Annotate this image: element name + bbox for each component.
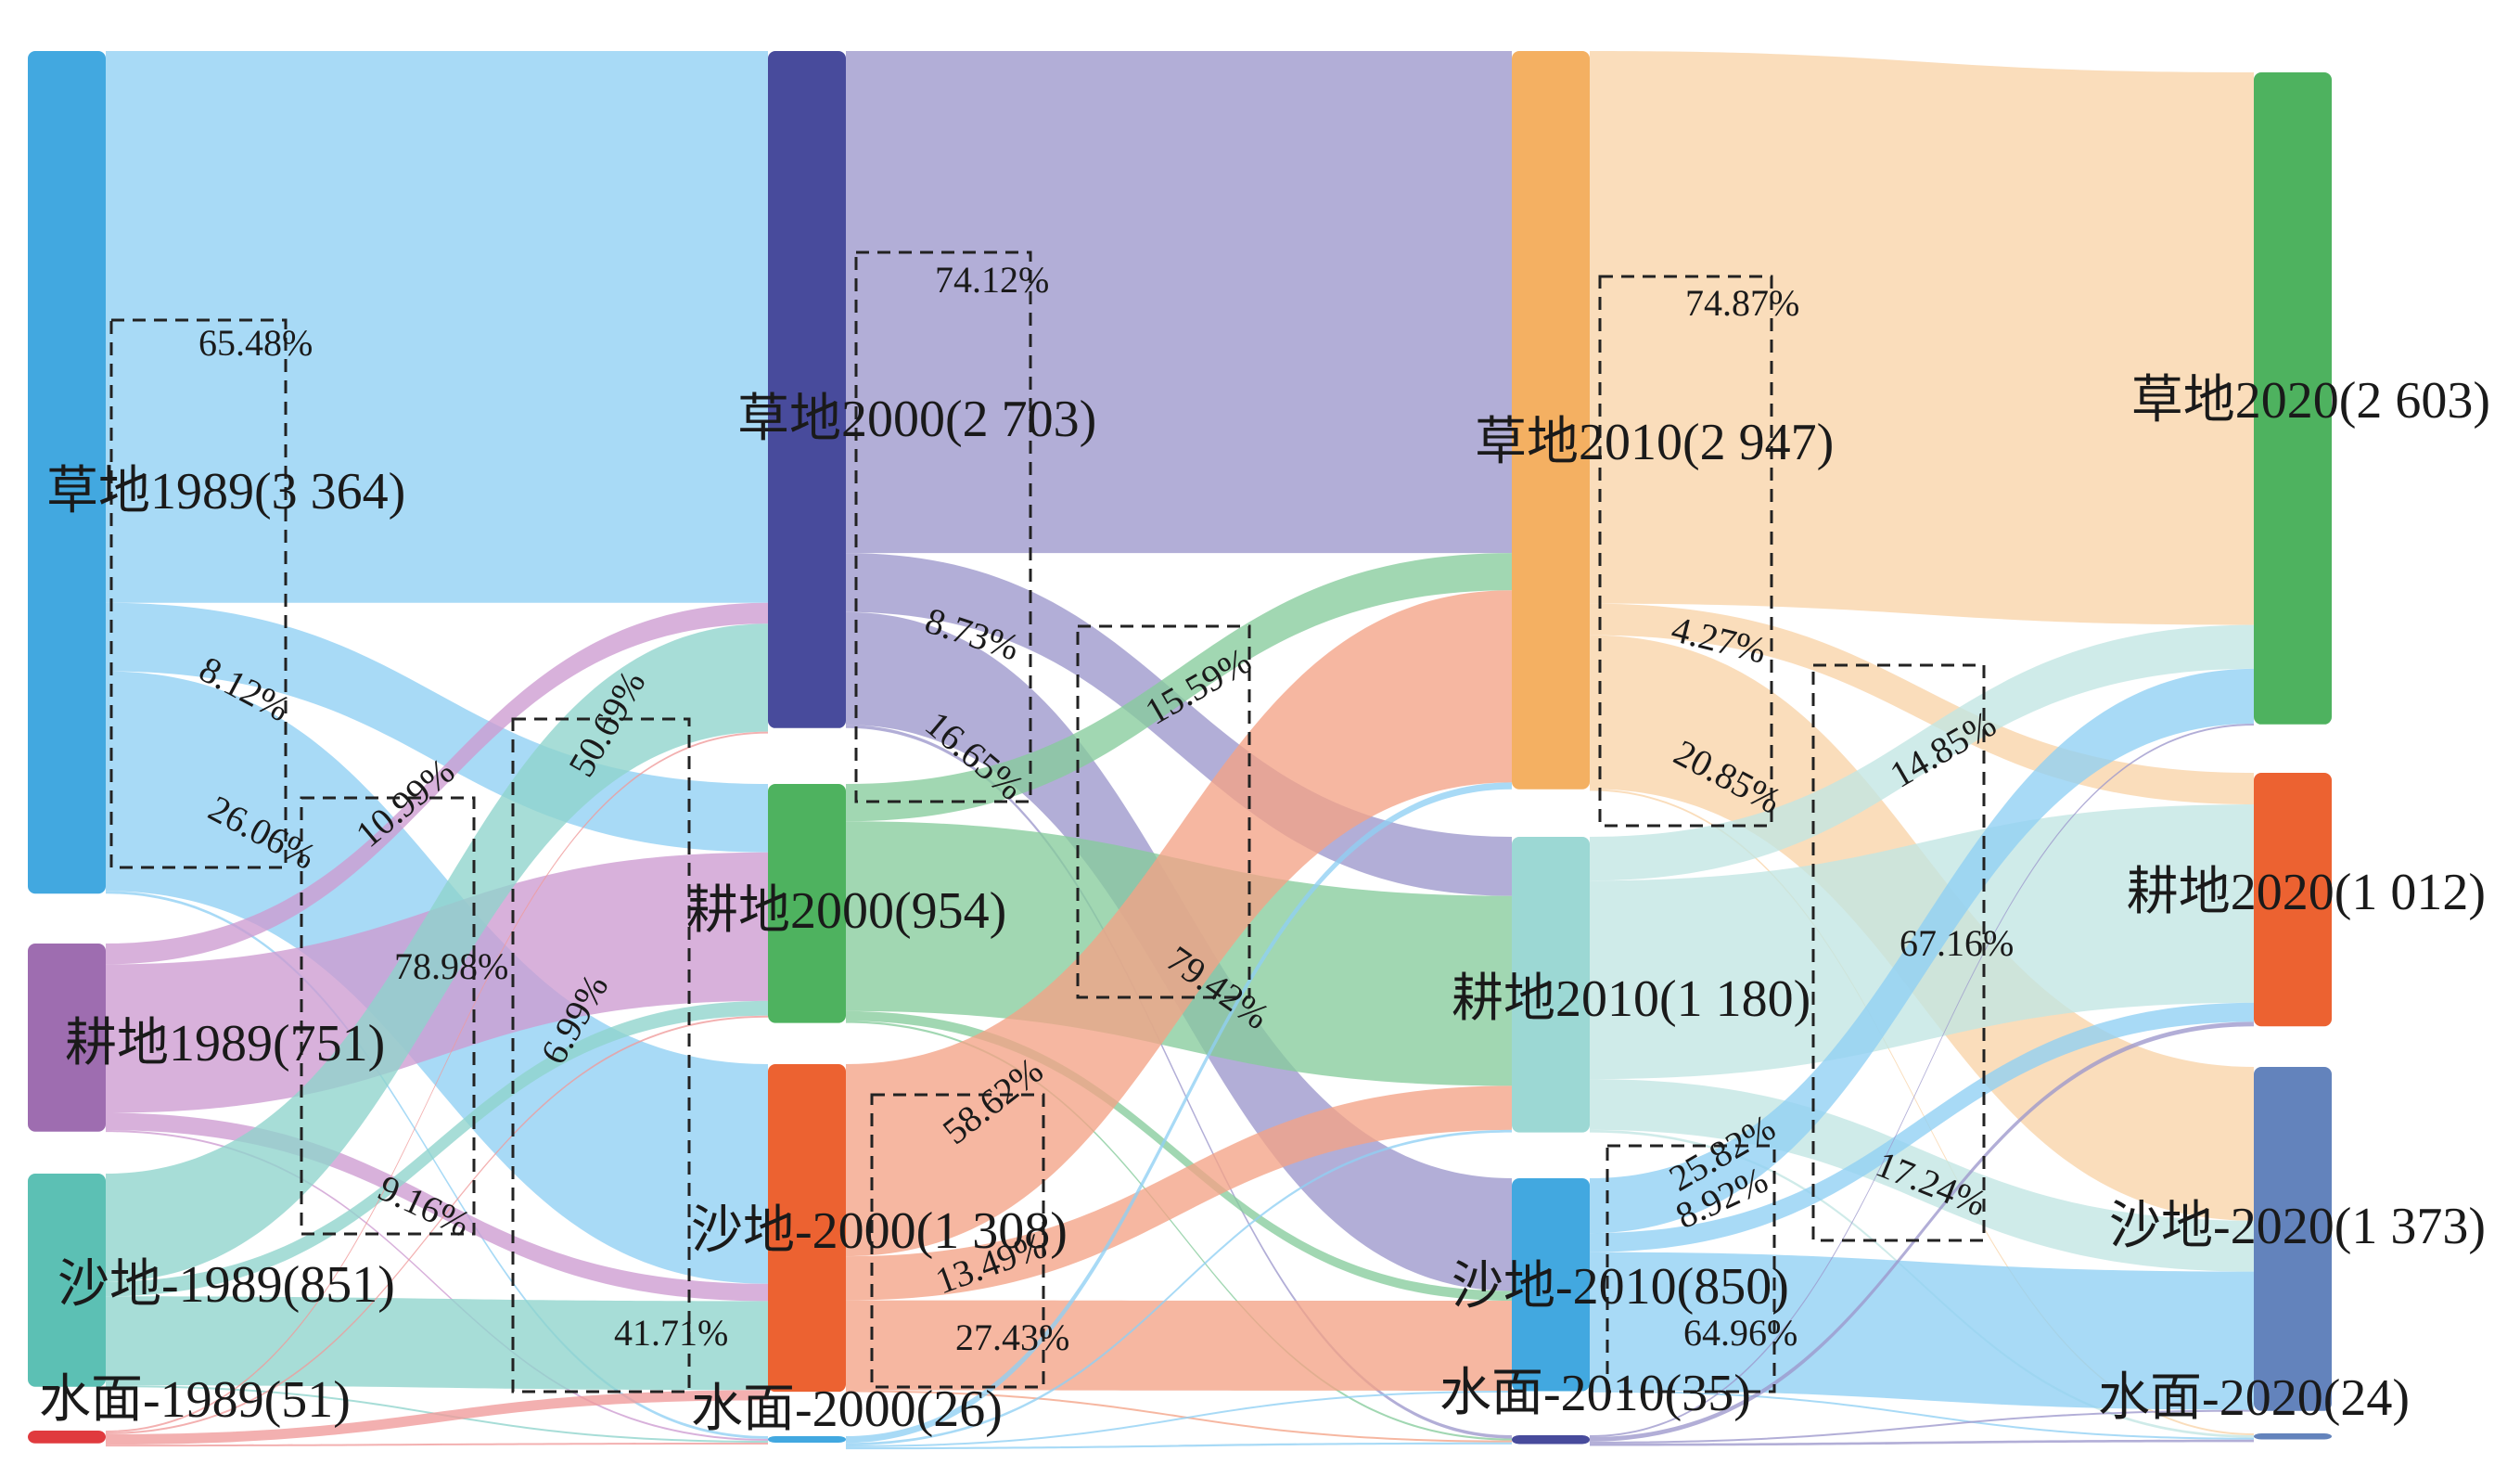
link-c2010-to-g2020	[1590, 624, 2254, 881]
link-w2000-to-g2010	[846, 782, 1512, 1444]
node-label-c2020: 耕地2020(1 012)	[2127, 864, 2486, 921]
node-s2010	[1512, 1178, 1590, 1392]
link-s1989-to-s2000	[106, 1296, 768, 1391]
percent-label-41-71: 41.71%	[614, 1312, 728, 1354]
annotation-boxes	[109, 250, 1986, 1393]
percent-label-65-48: 65.48%	[198, 322, 313, 364]
link-g2000-to-w2010	[846, 725, 1512, 1439]
node-label-g2020: 草地2020(2 603)	[2131, 372, 2490, 430]
node-s1989	[28, 1174, 106, 1387]
annotation-box9	[1605, 1144, 1776, 1393]
link-w2010-to-g2020	[1590, 724, 2254, 1437]
percent-label-67-16: 67.16%	[1900, 922, 2014, 964]
node-label-c2000: 耕地2000(954)	[686, 882, 1006, 940]
link-w2010-to-s2020	[1590, 1409, 2254, 1444]
node-w2000	[768, 1436, 846, 1444]
node-c2000	[768, 784, 846, 1023]
node-label-g2010: 草地2010(2 947)	[1475, 414, 1834, 471]
node-label-w2000: 水面-2000(26)	[691, 1381, 1003, 1438]
link-c2000-to-w2010	[846, 1021, 1512, 1441]
link-s2010-to-w2020	[1590, 1390, 2254, 1440]
annotation-box7	[1598, 275, 1773, 828]
link-s1989-to-g2000	[106, 623, 768, 1282]
link-w2000-to-w2010	[846, 1442, 1512, 1450]
node-c2010	[1512, 837, 1590, 1133]
annotation-box3	[511, 717, 691, 1393]
link-g1989-to-c2000	[106, 602, 768, 853]
link-s2000-to-s2010	[846, 1300, 1512, 1391]
node-w2010	[1512, 1435, 1590, 1445]
link-c1989-to-s2000	[106, 1112, 768, 1302]
node-w2020	[2254, 1433, 2332, 1440]
link-c1989-to-g2000	[106, 602, 768, 965]
node-g2000	[768, 51, 846, 728]
node-label-w2010: 水面-2010(35)	[1439, 1365, 1751, 1422]
node-s2020	[2254, 1067, 2332, 1411]
link-c2000-to-s2010	[846, 1010, 1512, 1302]
percent-label-78-98: 78.98%	[394, 945, 508, 987]
link-s2010-to-s2020	[1590, 1252, 2254, 1410]
node-label-g2000: 草地2000(2 703)	[737, 391, 1096, 448]
link-s2000-to-g2010	[846, 590, 1512, 1257]
node-label-w2020: 水面-2020(24)	[2098, 1369, 2410, 1427]
link-g2010-to-w2020	[1590, 789, 2254, 1435]
node-label-c2010: 耕地2010(1 180)	[1452, 970, 1810, 1028]
node-label-w1989: 水面-1989(51)	[39, 1371, 351, 1429]
annotation-box1	[109, 318, 288, 869]
node-g2020	[2254, 72, 2332, 725]
link-c2000-to-g2010	[846, 553, 1512, 822]
annotation-box2	[300, 796, 476, 1236]
link-g2010-to-c2020	[1590, 603, 2254, 805]
link-s2010-to-g2020	[1590, 668, 2254, 1234]
percent-label-27-43: 27.43%	[955, 1316, 1069, 1358]
annotation-box8	[1811, 663, 1986, 1242]
link-s2010-to-c2020	[1590, 1002, 2254, 1252]
link-g1989-to-g2000	[106, 51, 768, 603]
annotation-box6	[870, 1093, 1045, 1389]
percent-label-74-87: 74.87%	[1685, 282, 1799, 324]
link-s1989-to-c2000	[106, 1000, 768, 1297]
node-label-s2010: 沙地-2010(850)	[1452, 1258, 1789, 1316]
link-w1989-to-s2000	[106, 1390, 768, 1445]
links-layer	[106, 51, 2254, 1450]
link-w2010-to-w2020	[1590, 1439, 2254, 1446]
percent-label-74-12: 74.12%	[935, 259, 1049, 301]
link-w1989-to-g2000	[106, 731, 768, 1432]
node-label-c1989: 耕地1989(751)	[65, 1015, 385, 1072]
link-w2000-to-c2010	[846, 1129, 1512, 1445]
link-w2010-to-c2020	[1590, 1021, 2254, 1442]
node-g2010	[1512, 51, 1590, 790]
node-g1989	[28, 51, 106, 894]
link-w2000-to-s2010	[846, 1390, 1512, 1447]
node-labels: 草地1989(3 364) 耕地1989(751) 沙地-1989(851) 水面-1…	[39, 372, 2490, 1438]
percent-label-64-96: 64.96%	[1683, 1312, 1797, 1354]
node-label-s1989: 沙地-1989(851)	[58, 1256, 395, 1314]
link-g2000-to-g2010	[846, 51, 1512, 554]
node-label-s2000: 沙地-2000(1 308)	[691, 1202, 1068, 1260]
link-w1989-to-w2000	[106, 1442, 768, 1447]
annotation-box4	[854, 250, 1032, 803]
link-s2000-to-c2010	[846, 1085, 1512, 1301]
link-g1989-to-w2000	[106, 891, 768, 1439]
link-w1989-to-c2000	[106, 1015, 768, 1434]
node-s2000	[768, 1064, 846, 1393]
link-g2010-to-g2020	[1590, 51, 2254, 625]
node-w1989	[28, 1431, 106, 1444]
annotation-box5	[1076, 624, 1251, 999]
nodes-layer	[28, 51, 2332, 1445]
node-label-g1989: 草地1989(3 364)	[46, 463, 405, 520]
node-label-s2020: 沙地-2020(1 373)	[2109, 1198, 2486, 1255]
node-c2020	[2254, 773, 2332, 1027]
link-s2000-to-w2010	[846, 1390, 1512, 1443]
node-c1989	[28, 944, 106, 1132]
link-c1989-to-w2000	[106, 1130, 768, 1441]
